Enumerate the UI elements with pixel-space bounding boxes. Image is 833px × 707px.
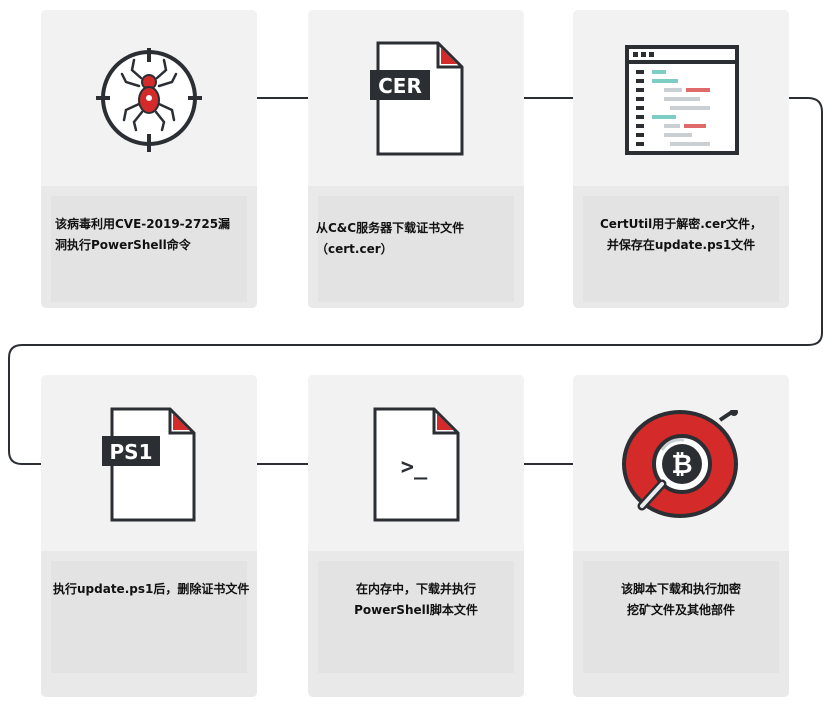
step-text-area: 该病毒利用CVE-2019-2725漏 洞执行PowerShell命令 [41, 186, 257, 308]
bitcoin-symbol: ₿ [671, 450, 692, 480]
prompt-symbol: >_ [401, 455, 428, 480]
bitcoin-magnifier-icon: ₿ [622, 410, 738, 518]
cer-file-icon: CER [370, 41, 464, 156]
step-label: 该脚本下载和执行加密 挖矿文件及其他部件 [620, 582, 741, 617]
step-text-area: 在内存中，下载并执行 PowerShell脚本文件 [308, 551, 524, 697]
code-window-icon [625, 45, 739, 155]
step-label: 在内存中，下载并执行 PowerShell脚本文件 [354, 582, 478, 617]
step-label: 执行update.ps1后，删除证书文件 [53, 582, 250, 596]
spider-crosshair-icon [96, 48, 202, 152]
step-card-6: 该脚本下载和执行加密 挖矿文件及其他部件 [573, 375, 789, 697]
step-label: CertUtil用于解密.cer文件， 并保存在update.ps1文件 [599, 217, 763, 252]
step-label: 该病毒利用CVE-2019-2725漏 洞执行PowerShell命令 [55, 217, 231, 252]
step-text-area: 执行update.ps1后，删除证书文件 [41, 551, 257, 697]
ps1-file-icon: PS1 [102, 407, 196, 522]
step-card-5: 在内存中，下载并执行 PowerShell脚本文件 [308, 375, 524, 697]
ps1-badge: PS1 [110, 440, 153, 464]
step-text-area: CertUtil用于解密.cer文件， 并保存在update.ps1文件 [573, 186, 789, 308]
cer-badge: CER [378, 74, 422, 98]
terminal-file-icon: >_ [373, 407, 460, 522]
step-text-area: 该脚本下载和执行加密 挖矿文件及其他部件 [573, 551, 789, 697]
step-text-area: 从C&C服务器下载证书文件（cert.cer） [308, 186, 524, 308]
step-label: 从C&C服务器下载证书文件（cert.cer） [316, 221, 465, 256]
